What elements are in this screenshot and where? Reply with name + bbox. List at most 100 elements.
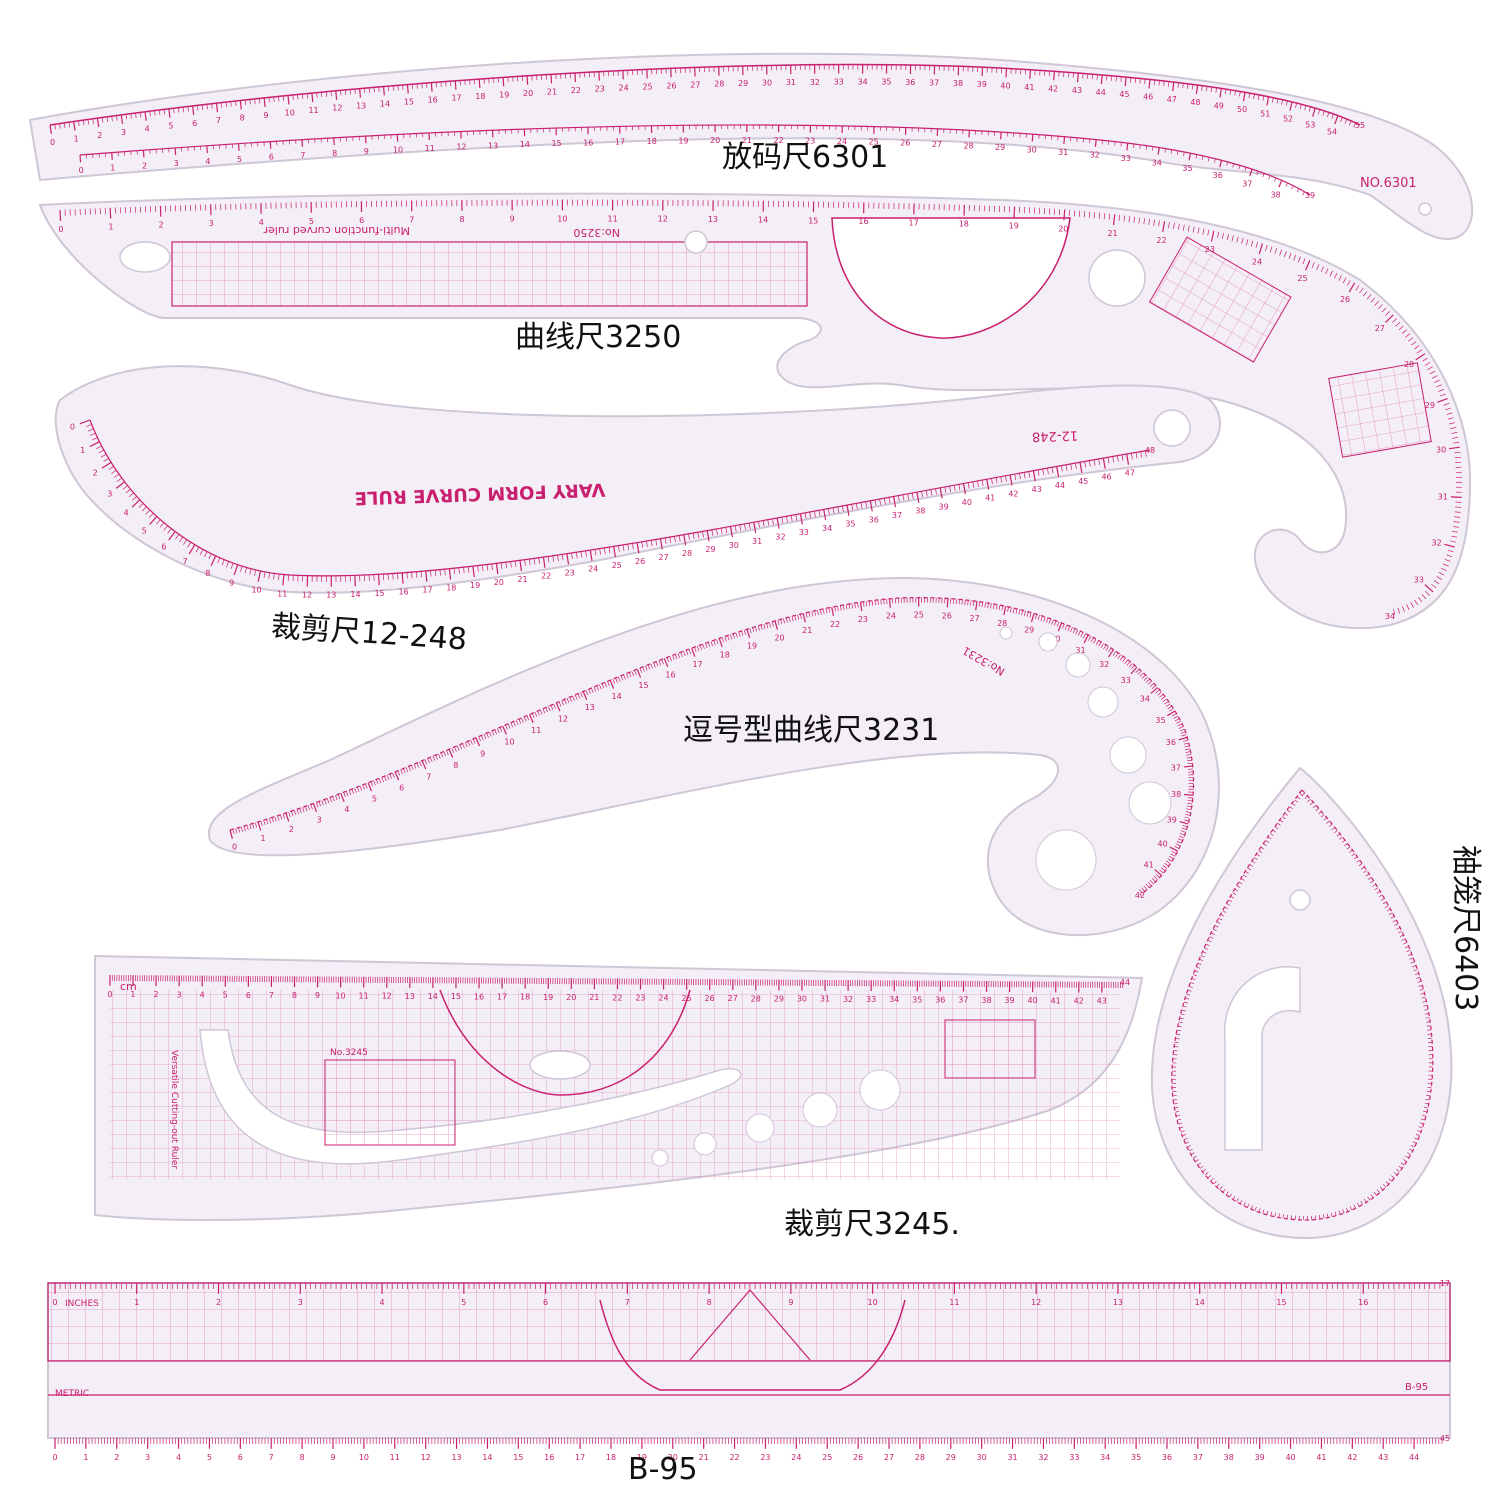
scale-number: 33 xyxy=(1069,1453,1079,1462)
scale-tick xyxy=(1176,150,1179,155)
scale-tick xyxy=(1403,1159,1407,1162)
scale-tick xyxy=(454,746,457,752)
scale-number: 8 xyxy=(453,761,458,770)
scale-tick xyxy=(1155,873,1160,878)
scale-number: 19 xyxy=(543,993,553,1002)
caption-3231: 逗号型曲线尺3231 xyxy=(683,713,940,748)
scale-tick xyxy=(1409,957,1414,960)
scale-tick xyxy=(514,560,517,567)
scale-tick xyxy=(892,496,897,508)
scale-tick xyxy=(408,766,411,772)
scale-tick xyxy=(1406,604,1410,610)
scale-tick xyxy=(1446,554,1453,558)
scale-tick xyxy=(54,124,56,130)
scale-tick xyxy=(1346,846,1351,850)
scale-tick xyxy=(1443,402,1450,406)
scale-number: 21 xyxy=(1107,229,1117,238)
scale-tick xyxy=(1053,71,1055,81)
scale-number: 33 xyxy=(866,995,876,1004)
scale-number: 17 xyxy=(909,218,919,227)
scale-tick xyxy=(1370,1194,1374,1198)
scale-tick xyxy=(1365,873,1370,877)
scale-tick xyxy=(1213,1180,1217,1185)
scale-tick xyxy=(1194,970,1199,973)
scale-tick xyxy=(646,540,648,548)
scale-number: 13 xyxy=(488,141,498,150)
scale-tick xyxy=(299,808,302,814)
scale-tick xyxy=(995,477,998,484)
scale-tick xyxy=(1291,185,1294,190)
scale-tick xyxy=(1009,607,1012,613)
scale-number: 48 xyxy=(1145,446,1155,455)
scale-tick xyxy=(524,559,526,566)
scale-number: 12 xyxy=(456,143,466,152)
scale-tick xyxy=(168,531,176,541)
scale-tick xyxy=(1176,1033,1181,1036)
scale-number: 29 xyxy=(705,545,715,554)
scale-tick xyxy=(981,602,984,608)
scale-tick xyxy=(741,630,744,636)
scale-tick xyxy=(1392,919,1397,923)
scale-number: 11 xyxy=(531,726,541,735)
scale-tick xyxy=(972,481,975,488)
scale-tick xyxy=(590,687,594,693)
scale-tick xyxy=(1179,1017,1184,1020)
scale-number: 1 xyxy=(110,164,115,173)
scale-tick xyxy=(1360,866,1365,870)
scale-tick xyxy=(343,792,346,798)
scale-tick xyxy=(1374,300,1379,306)
scale-tick xyxy=(569,697,573,702)
scale-tick xyxy=(738,631,741,637)
scale-tick xyxy=(1185,1141,1190,1144)
scale-number: 2 xyxy=(289,825,294,834)
scale-tick xyxy=(1236,885,1241,888)
scale-tick xyxy=(183,539,188,545)
scale-tick xyxy=(888,598,891,608)
ruler-12-248-body xyxy=(54,365,1221,594)
scale-tick xyxy=(335,90,338,100)
scale-tick xyxy=(1251,860,1256,864)
scale-tick xyxy=(1176,1114,1181,1117)
scale-tick xyxy=(1453,521,1460,523)
ruler-6403-cutout xyxy=(1223,966,1301,1151)
scale-number: 8 xyxy=(459,215,464,224)
scale-tick xyxy=(902,494,905,501)
scale-tick xyxy=(101,117,104,123)
scale-tick xyxy=(302,807,305,813)
scale-tick xyxy=(464,742,468,748)
scale-tick xyxy=(1372,883,1377,887)
scale-tick xyxy=(1023,472,1026,479)
scale-number: 25 xyxy=(681,994,691,1003)
scale-tick xyxy=(293,810,297,816)
scale-tick xyxy=(240,826,243,832)
scale-tick xyxy=(935,488,937,495)
scale-tick xyxy=(1123,215,1126,222)
scale-tick xyxy=(1426,1094,1431,1097)
scale-tick xyxy=(1215,87,1217,93)
scale-tick xyxy=(1177,1025,1182,1028)
scale-tick xyxy=(1410,961,1415,964)
scale-tick xyxy=(1258,1208,1261,1213)
scale-tick xyxy=(613,546,617,558)
scale-tick xyxy=(1436,384,1442,388)
scale-tick xyxy=(1207,229,1210,236)
scale-tick xyxy=(1308,106,1311,112)
scale-tick xyxy=(1262,95,1265,101)
scale-tick xyxy=(159,522,165,528)
scale-tick xyxy=(1196,966,1200,969)
scale-tick xyxy=(1195,1159,1199,1162)
scale-tick xyxy=(1108,647,1112,653)
scale-number: 24 xyxy=(791,1453,801,1462)
scale-number: 13 xyxy=(451,1453,461,1462)
scale-tick xyxy=(1431,583,1437,589)
scale-tick xyxy=(1094,139,1097,147)
scale-tick xyxy=(1378,894,1383,898)
scale-tick xyxy=(1451,432,1458,434)
scale-tick xyxy=(1437,398,1448,403)
scale-number: 39 xyxy=(1004,996,1014,1005)
scale-tick xyxy=(1307,798,1311,803)
scale-tick xyxy=(1295,102,1298,108)
